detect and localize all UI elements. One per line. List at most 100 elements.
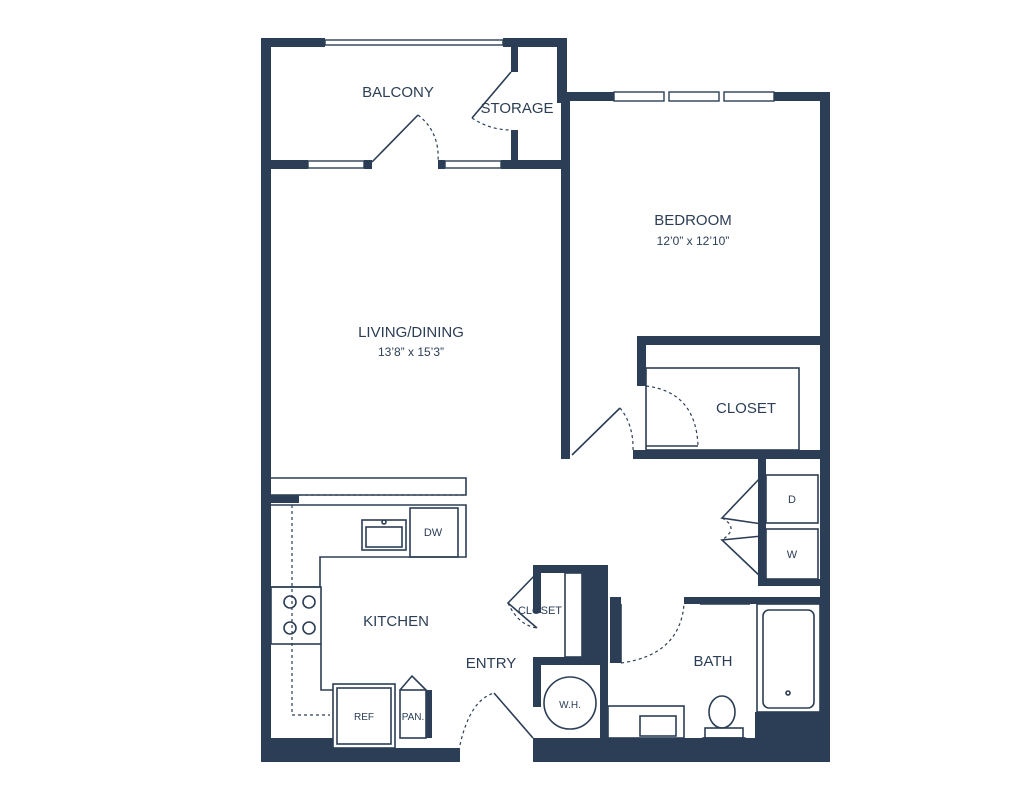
linen-shelf (702, 737, 746, 751)
bedroom-label: BEDROOM (654, 212, 732, 229)
balcony-door-swing (417, 114, 439, 163)
bath-door-swing (620, 603, 685, 664)
entry-label: ENTRY (466, 655, 517, 672)
closet-bottom-wall (633, 450, 830, 459)
bottom-wall-kitchen (333, 748, 460, 762)
balcony-top-wall-right (503, 38, 567, 47)
stove (270, 586, 322, 645)
living-window-right (444, 160, 502, 169)
balcony-bottom-wall-b (364, 160, 372, 169)
closet-top-wall (637, 336, 830, 345)
bedroom-window-1 (613, 91, 665, 102)
storage-divider-top (511, 38, 518, 72)
entry-closet-top-wall (533, 565, 608, 573)
entry-closet-swing (507, 602, 538, 629)
wh-top-wall (533, 657, 608, 665)
washer-label: W (787, 549, 798, 561)
dishwasher (409, 507, 459, 558)
pantry-door (399, 674, 427, 691)
counter-right-edge (320, 644, 333, 691)
bottom-wall-left (261, 738, 333, 762)
doors (371, 71, 763, 746)
storage-label: STORAGE (480, 100, 553, 117)
water-heater (543, 676, 597, 730)
living-window-left (307, 160, 365, 169)
balcony-bottom-wall-d (501, 160, 567, 169)
vanity (607, 705, 685, 739)
bedroom-top-wall-left (557, 92, 617, 101)
bedroom-window-2 (668, 91, 720, 102)
balcony-window (324, 39, 504, 46)
tub-drain (785, 690, 791, 696)
toilet-bowl (708, 695, 736, 729)
laundry-door-swing (721, 517, 732, 541)
entry-closet-left-wall-top (533, 565, 541, 613)
refrigerator-label: REF (354, 712, 374, 723)
dryer-label: D (788, 494, 796, 506)
wh-left-wall (533, 657, 541, 707)
bedroom-closet-shelf (645, 367, 800, 451)
laundry-door-bottom (720, 535, 763, 579)
balcony-bottom-wall-a (261, 160, 308, 169)
bedroom-closet-label: CLOSET (716, 400, 776, 417)
closet-left-wall (637, 336, 646, 386)
right-wall (820, 92, 830, 762)
bath-fixtures (607, 603, 821, 751)
pantry (399, 689, 427, 739)
windows (307, 39, 775, 169)
balcony-bottom-wall-c (438, 160, 445, 169)
entry-closet-door (506, 572, 538, 629)
storage-door (471, 71, 512, 119)
bathtub (756, 603, 821, 713)
balcony-top-wall-left (261, 38, 325, 47)
bedroom-dimensions: 12’0” x 12’10” (657, 234, 730, 248)
counter-edge-left (291, 505, 330, 716)
bathtub-basin (762, 609, 815, 709)
left-wall (261, 38, 271, 762)
living-dimensions: 13’8” x 15’3” (378, 345, 444, 359)
vanity-sink (639, 715, 677, 737)
refrigerator-inner (336, 687, 392, 745)
burner-2 (302, 595, 316, 609)
entry-door-swing (459, 692, 495, 746)
dishwasher-label: DW (424, 527, 443, 539)
burner-1 (283, 595, 297, 609)
balcony-door (371, 114, 419, 163)
entry-closet-right-block (582, 565, 608, 665)
burner-3 (283, 621, 297, 635)
water-heater-label: W.H. (559, 700, 581, 711)
bath-corner-block (755, 712, 830, 762)
balcony-label: BALCONY (362, 84, 434, 101)
peninsula-top (271, 477, 467, 496)
entry-closet-shelf (564, 572, 583, 658)
dryer (765, 474, 819, 524)
laundry-door-top (720, 475, 763, 525)
storage-right-wall (557, 38, 567, 103)
living-label: LIVING/DINING (358, 324, 464, 341)
bedroom-door-swing (619, 407, 634, 453)
burner-4 (302, 621, 316, 635)
toilet-tank (704, 727, 744, 739)
bedroom-window-3 (723, 91, 775, 102)
refrigerator (332, 683, 396, 749)
bath-top-wall (684, 597, 830, 604)
storage-door-swing (471, 117, 512, 131)
bedroom-closet-swing (645, 385, 699, 447)
laundry-left-wall (758, 459, 766, 579)
kitchen-fixtures (270, 477, 467, 749)
walls (261, 38, 830, 762)
entry-door (493, 692, 534, 739)
linen-label: LINEN (709, 740, 738, 751)
storage-divider-bottom (511, 130, 518, 160)
labels: BALCONY STORAGE BEDROOM 12’0” x 12’10” L… (354, 84, 798, 751)
washer (765, 528, 819, 580)
bedroom-left-wall (561, 101, 570, 459)
bath-left-wall-upper (610, 597, 621, 663)
kitchen-label: KITCHEN (363, 613, 429, 630)
bedroom-top-wall-right (773, 92, 830, 101)
bath-label: BATH (694, 653, 733, 670)
entry-closet-label: CLOSET (518, 605, 562, 617)
pantry-label: PAN. (402, 712, 425, 723)
pantry-wall (426, 690, 432, 738)
